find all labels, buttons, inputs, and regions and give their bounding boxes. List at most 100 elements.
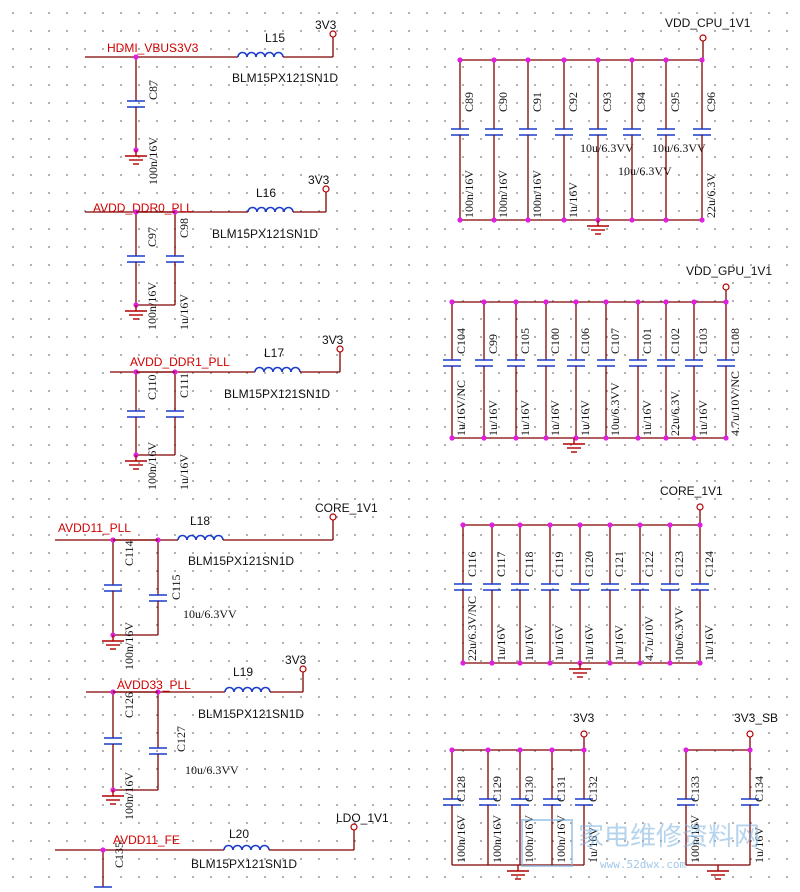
junction-dot [663, 57, 669, 63]
junction-dot [663, 217, 669, 223]
cap-ref: C90 [496, 92, 510, 112]
cap-ref: C105 [518, 328, 532, 354]
net-label: HDMI_VBUS3V3 [107, 41, 199, 55]
capacitor-icon [443, 359, 461, 367]
cap-value: 100n/16V [462, 170, 476, 218]
cap-value: 1u/16V [486, 400, 500, 436]
capacitor-icon [571, 583, 589, 591]
decoupling-bank-3: 3V3C128100n/16VC129100n/16VC130100n/16VC… [443, 711, 600, 880]
cap-value: 22u/6.3V/NC [465, 596, 479, 661]
cap-ref: C94 [634, 92, 648, 112]
capacitor-icon [567, 359, 585, 367]
ground-icon [587, 220, 609, 235]
junction-dot [607, 660, 613, 666]
cap-ref: C117 [494, 551, 508, 577]
cap-ref: C133 [688, 776, 702, 802]
inductor-part: BLM15PX121SN1D [191, 857, 297, 871]
cap-ref: C119 [552, 551, 566, 577]
cap-value: 1u/16V [494, 625, 508, 661]
rail-label: 3V3 [315, 18, 337, 32]
inductor-coil [223, 844, 270, 851]
capacitor-icon [623, 128, 641, 136]
cap-value: 1u/16V [752, 827, 766, 863]
power-port-icon [329, 513, 337, 521]
cap-value: 10u/6.3VV [618, 164, 672, 178]
cap-ref: C96 [704, 92, 718, 112]
cap-ref: C128 [454, 776, 468, 802]
capacitor-icon [507, 359, 525, 367]
junction-dot [667, 522, 673, 528]
inductor-part: BLM15PX121SN1D [224, 387, 330, 401]
cap-value: 1u/16V [696, 400, 710, 436]
decoupling-bank-0: VDD_CPU_1V1C89100n/16VC90100n/16VC91100n… [451, 16, 751, 235]
cap-value: 100n/16V [145, 442, 159, 490]
power-port-icon [336, 345, 344, 353]
capacitor-icon [454, 583, 472, 591]
junction-dot [547, 660, 553, 666]
cap-value: 1u/16V/NC [454, 380, 468, 436]
cap-value: 100n/16V [496, 170, 510, 218]
capacitor-icon [685, 359, 703, 367]
capacitor-icon [104, 584, 122, 592]
capacitor-icon [629, 359, 647, 367]
junction-dot [697, 660, 703, 666]
capacitor-icon [631, 583, 649, 591]
capacitor-icon [451, 128, 469, 136]
watermark-url: www.52dwx.com [600, 858, 686, 871]
cap-ref: C93 [600, 92, 614, 112]
inductor-ref: L19 [233, 665, 253, 679]
decoupling-bank-1: VDD_GPU_1V1C1041u/16V/NCC991u/16VC1051u/… [443, 264, 772, 453]
junction-dot [561, 217, 567, 223]
cap-value: 4.7u/10V/NC [728, 371, 742, 436]
capacitor-icon [555, 128, 573, 136]
watermark-title: 家电维修资料网 [578, 822, 760, 852]
capacitor-icon [166, 255, 184, 263]
inductor-ref: L15 [265, 31, 285, 45]
cap-value: 1u/16V [578, 400, 592, 436]
rail-label: LDO_1V1 [336, 811, 389, 825]
inductor-ref: L18 [190, 514, 210, 528]
cap-value: 100n/16V [554, 815, 568, 863]
rail-label: 3V3_SB [734, 711, 778, 725]
junction-dot [603, 435, 609, 441]
junction-dot [577, 522, 583, 528]
junction-dot [667, 660, 673, 666]
watermark-logo-icon [521, 819, 573, 867]
cap-value: 1u/16V [566, 182, 580, 218]
junction-dot [697, 522, 703, 528]
junction-dot [491, 217, 497, 223]
capacitor-icon [657, 128, 675, 136]
capacitor-icon [537, 359, 555, 367]
cap-value: 1u/16V [612, 625, 626, 661]
cap-ref: C101 [640, 328, 654, 354]
cap-ref: C110 [145, 374, 159, 400]
power-port-icon [746, 730, 754, 738]
junction-dot [133, 54, 139, 60]
cap-ref: C126 [122, 692, 136, 718]
inductor-part: BLM15PX121SN1D [198, 707, 304, 721]
capacitor-icon [589, 128, 607, 136]
junction-dot [635, 299, 641, 305]
junction-dot [637, 660, 643, 666]
cap-value: 100n/16V [122, 772, 136, 820]
junction-dot [457, 217, 463, 223]
cap-ref: C103 [696, 328, 710, 354]
junction-dot [723, 435, 729, 441]
net-label: AVDD_DDR1_PLL [130, 355, 230, 369]
ground-icon [102, 790, 124, 805]
cap-value: 4.7u/10V [642, 616, 656, 661]
power-port-icon [350, 823, 358, 831]
inductor-ref: L16 [256, 186, 276, 200]
junction-dot [699, 57, 705, 63]
rail-label: 3V3 [573, 711, 595, 725]
capacitor-icon [94, 886, 112, 888]
filter-0: 3V3HDMI_VBUS3V3L15BLM15PX121SN1DC87100n/… [85, 18, 338, 185]
cap-ref: C129 [490, 776, 504, 802]
ground-icon [569, 663, 591, 678]
cap-value: 100n/16V [522, 815, 536, 863]
junction-dot [603, 299, 609, 305]
